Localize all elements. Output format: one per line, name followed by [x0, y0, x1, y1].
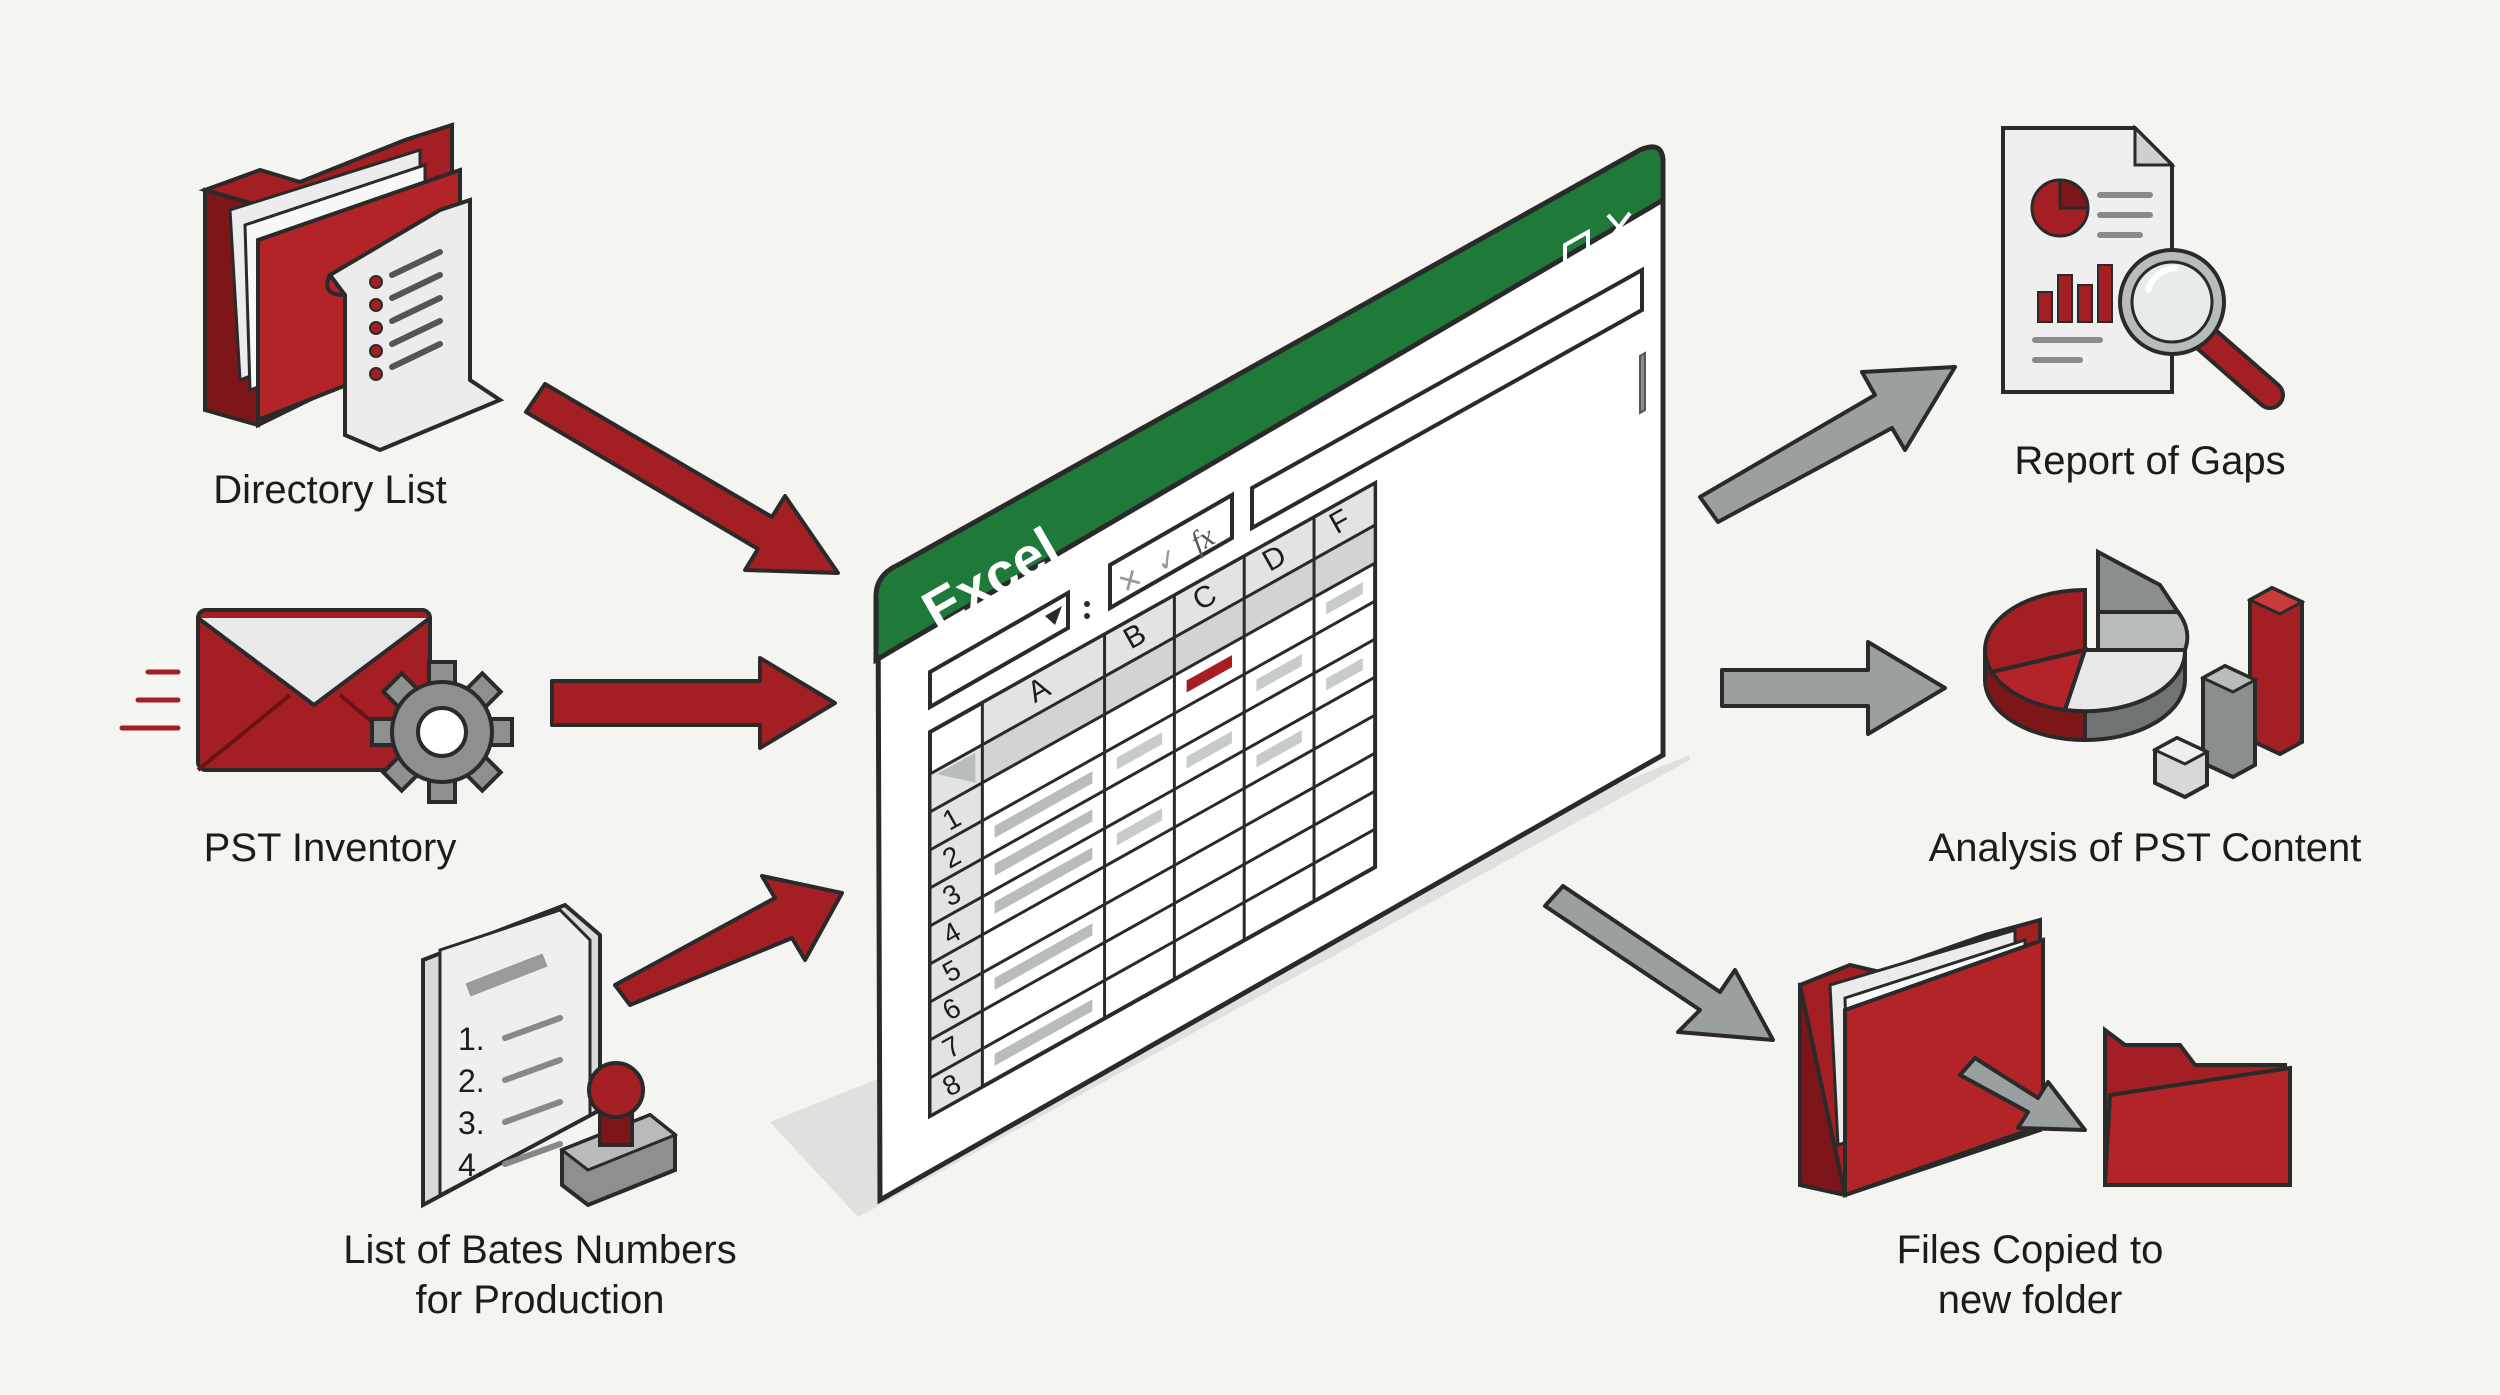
arrow-excel-to-analysis	[1720, 640, 1947, 736]
bates-item: 1.	[458, 1021, 485, 1057]
cell-content-bar	[994, 847, 1093, 914]
cell-content-bar	[1256, 730, 1302, 768]
cell-content-bar	[994, 809, 1093, 876]
grid-row-line	[929, 865, 1376, 1118]
arrow-directory-to-excel	[524, 382, 840, 575]
cell-content-bar	[1326, 657, 1363, 691]
grid-row-line	[929, 713, 1376, 966]
label-pst-inventory: PST Inventory	[130, 823, 530, 873]
vertical-scrollbar[interactable]	[1639, 351, 1646, 415]
grid-row-line	[929, 561, 1376, 814]
label-pst-inventory-text: PST Inventory	[203, 826, 457, 870]
bates-item: 3.	[458, 1105, 485, 1141]
folder-document-icon	[198, 122, 505, 453]
grid-row-line	[929, 827, 1376, 1080]
grid-row-line	[929, 789, 1376, 1042]
cell-content-bar	[1116, 808, 1163, 846]
grid-row-line	[929, 637, 1376, 890]
bates-item: 4.	[458, 1147, 485, 1183]
label-analysis-pst-text: Analysis of PST Content	[1928, 826, 2362, 870]
cell-content-bar	[994, 923, 1093, 990]
bates-item: 2.	[458, 1063, 485, 1099]
cell-content-bar	[1326, 581, 1363, 615]
grid-row-line	[929, 751, 1376, 1004]
row-header-band	[930, 744, 983, 1116]
cell-content-bar	[1256, 654, 1302, 692]
name-box[interactable]	[928, 589, 1070, 711]
formula-buttons[interactable]	[1108, 491, 1234, 612]
document-stamp-icon: 1. 2. 3. 4.	[421, 902, 678, 1209]
grid-row-line	[929, 675, 1376, 928]
email-settings-icon	[119, 608, 514, 804]
report-magnifier-icon	[2001, 124, 2285, 410]
label-report-of-gaps: Report of Gaps	[1940, 436, 2360, 486]
arrow-pst-to-excel	[550, 656, 837, 750]
select-all-corner	[936, 752, 976, 783]
column-header-band	[982, 483, 1376, 745]
label-files-line2: new folder	[1937, 1278, 2123, 1322]
formula-bar-input[interactable]	[1250, 266, 1644, 532]
label-bates-line1: List of Bates Numbers	[343, 1228, 737, 1272]
header-shade-band	[982, 525, 1376, 783]
label-analysis-pst: Analysis of PST Content	[1880, 823, 2410, 873]
label-bates-line2: for Production	[415, 1278, 665, 1322]
label-bates-list: List of Bates Numbers for Production	[300, 1225, 780, 1325]
arrow-excel-to-report	[1698, 365, 1957, 524]
output-arrows	[1543, 365, 1957, 1042]
grid-row-line	[929, 481, 1376, 734]
chevron-down-icon[interactable]	[1045, 606, 1062, 625]
grid-row-line	[929, 523, 1376, 776]
label-report-of-gaps-text: Report of Gaps	[2014, 439, 2286, 483]
separator-dots	[1084, 601, 1090, 619]
folder-copy-icon	[1797, 917, 2292, 1198]
maximize-icon[interactable]	[1563, 228, 1590, 273]
window-controls[interactable]	[1517, 211, 1632, 297]
label-directory-list-text: Directory List	[213, 468, 447, 512]
cell-content-bar	[1186, 731, 1232, 769]
cell-content-bar	[1186, 655, 1232, 693]
label-files-line1: Files Copied to	[1896, 1228, 2164, 1272]
arrow-bates-to-excel	[613, 874, 844, 1007]
cell-content-bar	[1116, 732, 1163, 770]
label-directory-list: Directory List	[130, 465, 530, 515]
arrow-excel-to-files	[1543, 884, 1775, 1042]
cell-content-bar	[994, 771, 1093, 838]
close-icon[interactable]	[1606, 211, 1632, 244]
pie-bar-chart-icon	[1983, 548, 2306, 800]
input-arrows	[524, 382, 844, 1007]
grid-row-line	[929, 599, 1376, 852]
cell-content-bar	[994, 999, 1093, 1066]
minimize-icon[interactable]	[1517, 278, 1546, 297]
label-files-copied: Files Copied to new folder	[1840, 1225, 2220, 1325]
